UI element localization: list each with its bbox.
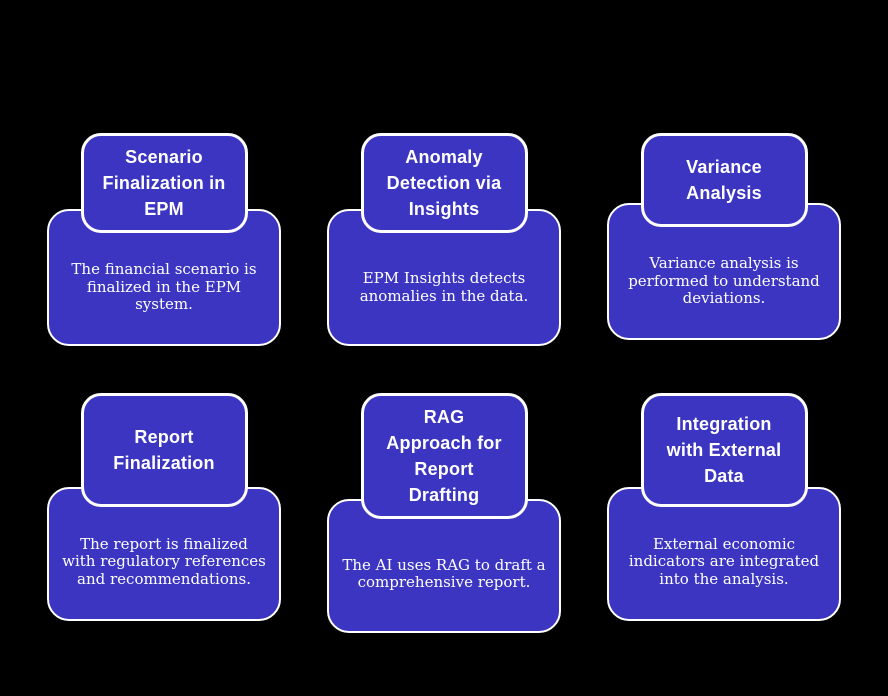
- card-description: The financial scenario is finalized in t…: [71, 260, 257, 314]
- card-title: Scenario Finalization in EPM: [102, 147, 226, 219]
- card-scenario-finalization: Scenario Finalization in EPM The financi…: [47, 133, 281, 346]
- card-description: The AI uses RAG to draft a comprehensive…: [342, 555, 546, 591]
- card-body: The report is finalized with regulatory …: [47, 487, 281, 621]
- card-title-tab: RAG Approach for Report Drafting: [360, 393, 528, 519]
- card-title-tab: Scenario Finalization in EPM: [80, 133, 248, 233]
- card-rag-approach: RAG Approach for Report Drafting The AI …: [327, 393, 561, 633]
- card-description: The report is finalized with regulatory …: [62, 534, 266, 588]
- card-title: RAG Approach for Report Drafting: [386, 407, 502, 505]
- card-description: External economic indicators are integra…: [628, 534, 820, 588]
- card-title: Variance Analysis: [686, 157, 762, 203]
- card-title-tab: Variance Analysis: [640, 133, 808, 227]
- card-body: External economic indicators are integra…: [607, 487, 841, 621]
- card-integration-external-data: Integration with External Data External …: [607, 393, 841, 621]
- card-title-tab: Report Finalization: [80, 393, 248, 507]
- card-title-tab: Anomaly Detection via Insights: [360, 133, 528, 233]
- card-description: Variance analysis is performed to unders…: [628, 254, 820, 308]
- card-report-finalization: Report Finalization The report is finali…: [47, 393, 281, 621]
- card-variance-analysis: Variance Analysis Variance analysis is p…: [607, 133, 841, 340]
- card-title-tab: Integration with External Data: [640, 393, 808, 507]
- card-title: Report Finalization: [113, 427, 215, 473]
- card-title: Anomaly Detection via Insights: [386, 147, 502, 219]
- card-anomaly-detection: Anomaly Detection via Insights EPM Insig…: [327, 133, 561, 346]
- card-description: EPM Insights detects anomalies in the da…: [359, 269, 529, 305]
- card-title: Integration with External Data: [666, 414, 782, 486]
- card-body: The AI uses RAG to draft a comprehensive…: [327, 499, 561, 633]
